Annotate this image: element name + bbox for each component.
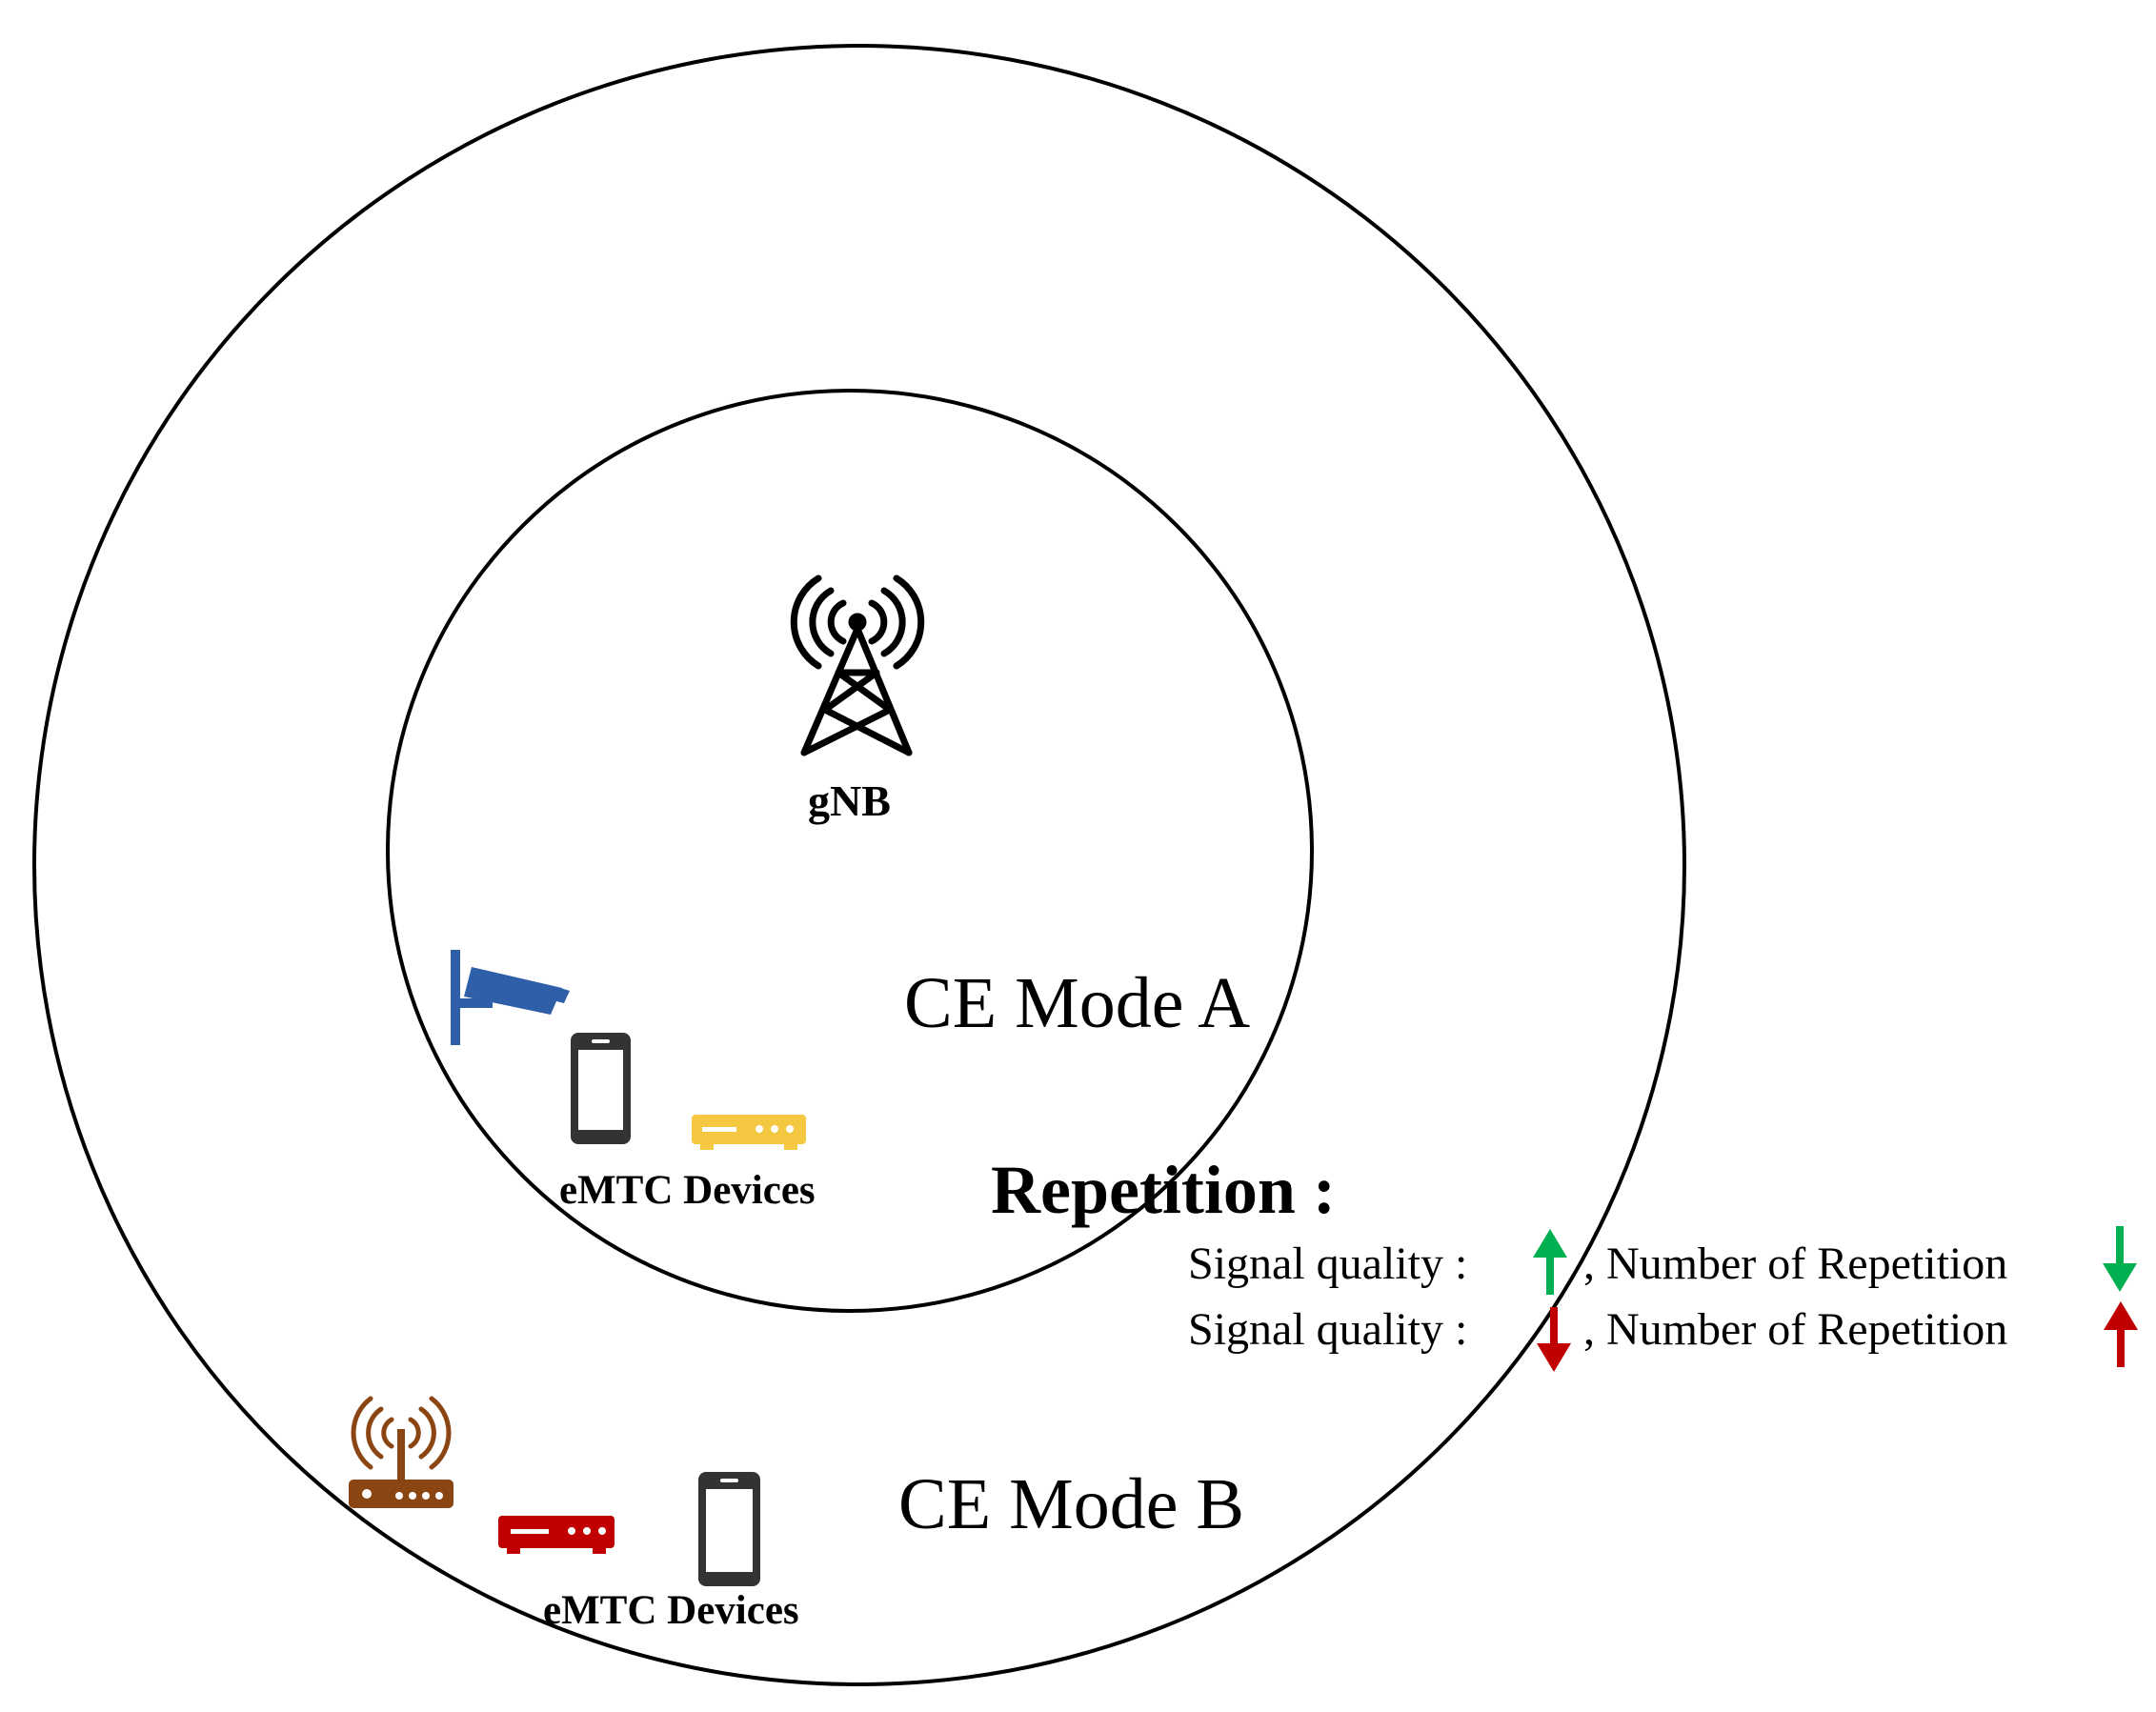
set-top-box-icon bbox=[692, 1115, 806, 1150]
arrow-down-icon bbox=[1537, 1307, 1571, 1372]
set-top-box-icon bbox=[498, 1516, 615, 1554]
cell-tower-icon bbox=[790, 574, 925, 756]
repetition-title: Repetition : bbox=[991, 1152, 1336, 1228]
ce-mode-b-coverage-circle bbox=[32, 44, 1686, 1686]
wifi-router-icon bbox=[349, 1396, 453, 1508]
ce-mode-a-label: CE Mode A bbox=[904, 963, 1251, 1043]
smartphone-icon bbox=[698, 1472, 760, 1586]
number-of-repetition-label: , Number of Repetition bbox=[1583, 1239, 2008, 1289]
ce-mode-a-coverage-circle bbox=[386, 389, 1314, 1313]
arrow-down-icon bbox=[2103, 1226, 2137, 1292]
arrow-up-icon bbox=[2104, 1301, 2138, 1367]
smartphone-icon bbox=[571, 1033, 631, 1144]
number-of-repetition-label: , Number of Repetition bbox=[1583, 1304, 2008, 1355]
emtc-devices-label-b: eMTC Devices bbox=[543, 1588, 799, 1633]
arrow-up-icon bbox=[1533, 1229, 1567, 1295]
signal-quality-label: Signal quality : bbox=[1188, 1304, 1468, 1355]
ce-mode-b-label: CE Mode B bbox=[898, 1464, 1245, 1544]
security-camera-icon bbox=[451, 950, 570, 1045]
gnb-label: gNB bbox=[808, 776, 891, 825]
signal-quality-label: Signal quality : bbox=[1188, 1239, 1468, 1289]
emtc-devices-label-a: eMTC Devices bbox=[559, 1168, 816, 1213]
